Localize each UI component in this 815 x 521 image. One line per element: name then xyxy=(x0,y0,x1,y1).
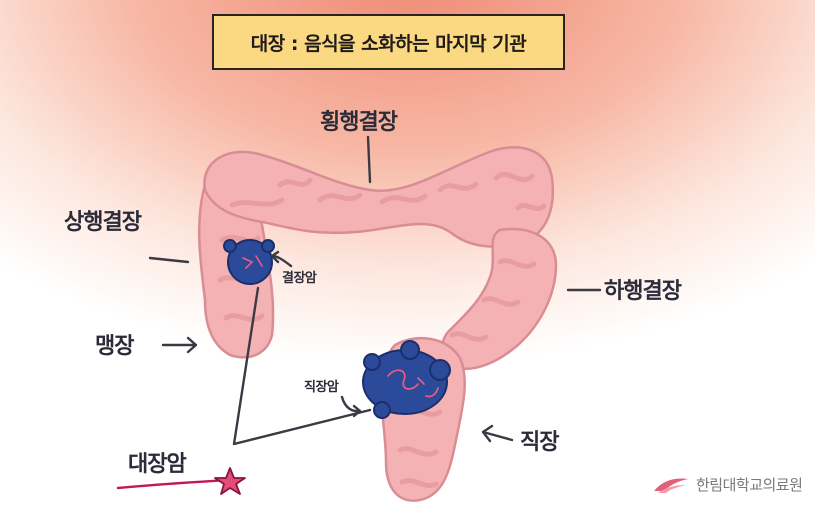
colorectal-cancer-arrow xyxy=(116,467,246,495)
label-transverse-colon: 횡행결장 xyxy=(320,110,398,135)
rectal-cancer-tumor xyxy=(362,340,451,419)
hospital-logo: 한림대학교의료원 xyxy=(652,474,803,495)
logo-wing-icon xyxy=(654,478,688,493)
transverse-colon xyxy=(203,146,555,248)
label-rectal-cancer: 직장암 xyxy=(304,380,339,395)
label-descending-colon: 하행결장 xyxy=(604,279,682,304)
colon-cancer-tumor xyxy=(223,239,275,285)
label-cecum: 맹장 xyxy=(95,334,134,359)
label-colorectal-cancer: 대장암 xyxy=(128,452,187,477)
label-ascending-colon: 상행결장 xyxy=(64,210,142,235)
title-box: 대장 : 음식을 소화하는 마지막 기관 xyxy=(212,14,565,70)
annotation-lines xyxy=(148,135,602,446)
label-rectum: 직장 xyxy=(520,430,559,455)
label-colon-cancer: 결장암 xyxy=(282,271,317,286)
logo-text: 한림대학교의료원 xyxy=(696,476,803,494)
